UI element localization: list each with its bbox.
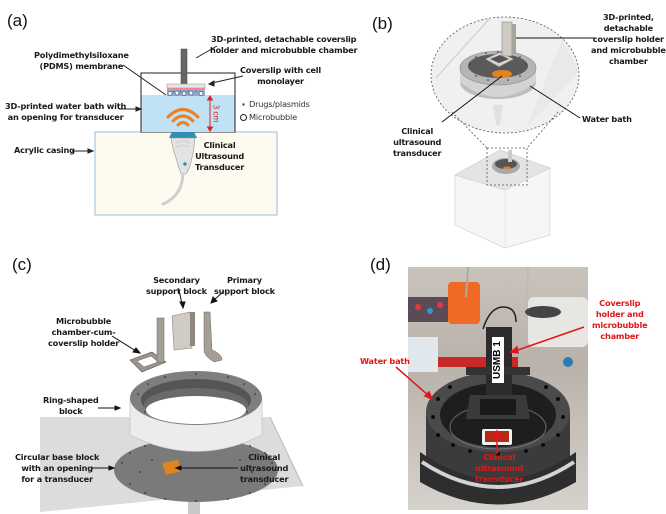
panel-b-label: (b) xyxy=(372,14,393,33)
pdms-label: Polydimethylsiloxane(PDMS) membrane xyxy=(34,50,129,71)
transducer-face xyxy=(162,460,182,475)
zoom-source-box xyxy=(486,147,528,186)
acrylic-label: Acrylic casing xyxy=(14,145,75,155)
panel-a: (a) xyxy=(0,0,357,250)
ultrasound-transducer-icon xyxy=(161,132,197,206)
transducer-face xyxy=(492,70,512,78)
annotation-arrows xyxy=(72,45,244,154)
legend-microbubble: Microbubble xyxy=(249,112,297,122)
legend-microbubble-marker xyxy=(240,114,247,121)
secondary-support-block xyxy=(171,311,193,351)
ultrasound-waves-icon xyxy=(166,108,200,127)
panel-a-label: (a) xyxy=(7,11,28,30)
microbubbles xyxy=(167,90,204,96)
panel-b: (b) xyxy=(330,0,666,250)
panel-a-schematic xyxy=(72,45,278,216)
holder-post xyxy=(501,21,513,57)
panel-d-label: (d) xyxy=(370,255,391,274)
panel-c-exploded-view xyxy=(40,289,304,514)
panel-b-render xyxy=(430,16,595,249)
coverslip xyxy=(166,83,206,89)
holder-rod xyxy=(180,48,188,86)
panel-c-label: (c) xyxy=(12,255,32,274)
depth-arrow xyxy=(206,95,214,132)
b-water-bath-label: Water bath xyxy=(582,114,632,124)
d-water-bath-label: Water bath xyxy=(360,356,410,366)
primary-support-block xyxy=(203,311,223,363)
cell-monolayer xyxy=(167,88,205,90)
setup-photo: USMB 1 xyxy=(395,266,588,510)
panel-d: (d) xyxy=(330,250,650,514)
legend-drug-marker xyxy=(242,103,245,106)
usmb-tag: USMB 1 xyxy=(492,337,504,383)
legend-drugs: Drugs/plasmids xyxy=(249,99,310,109)
panel-c: (c) xyxy=(0,250,330,514)
circular-base-block xyxy=(114,438,278,502)
drugs xyxy=(172,90,197,93)
depth-label: 3 cm xyxy=(211,104,221,123)
